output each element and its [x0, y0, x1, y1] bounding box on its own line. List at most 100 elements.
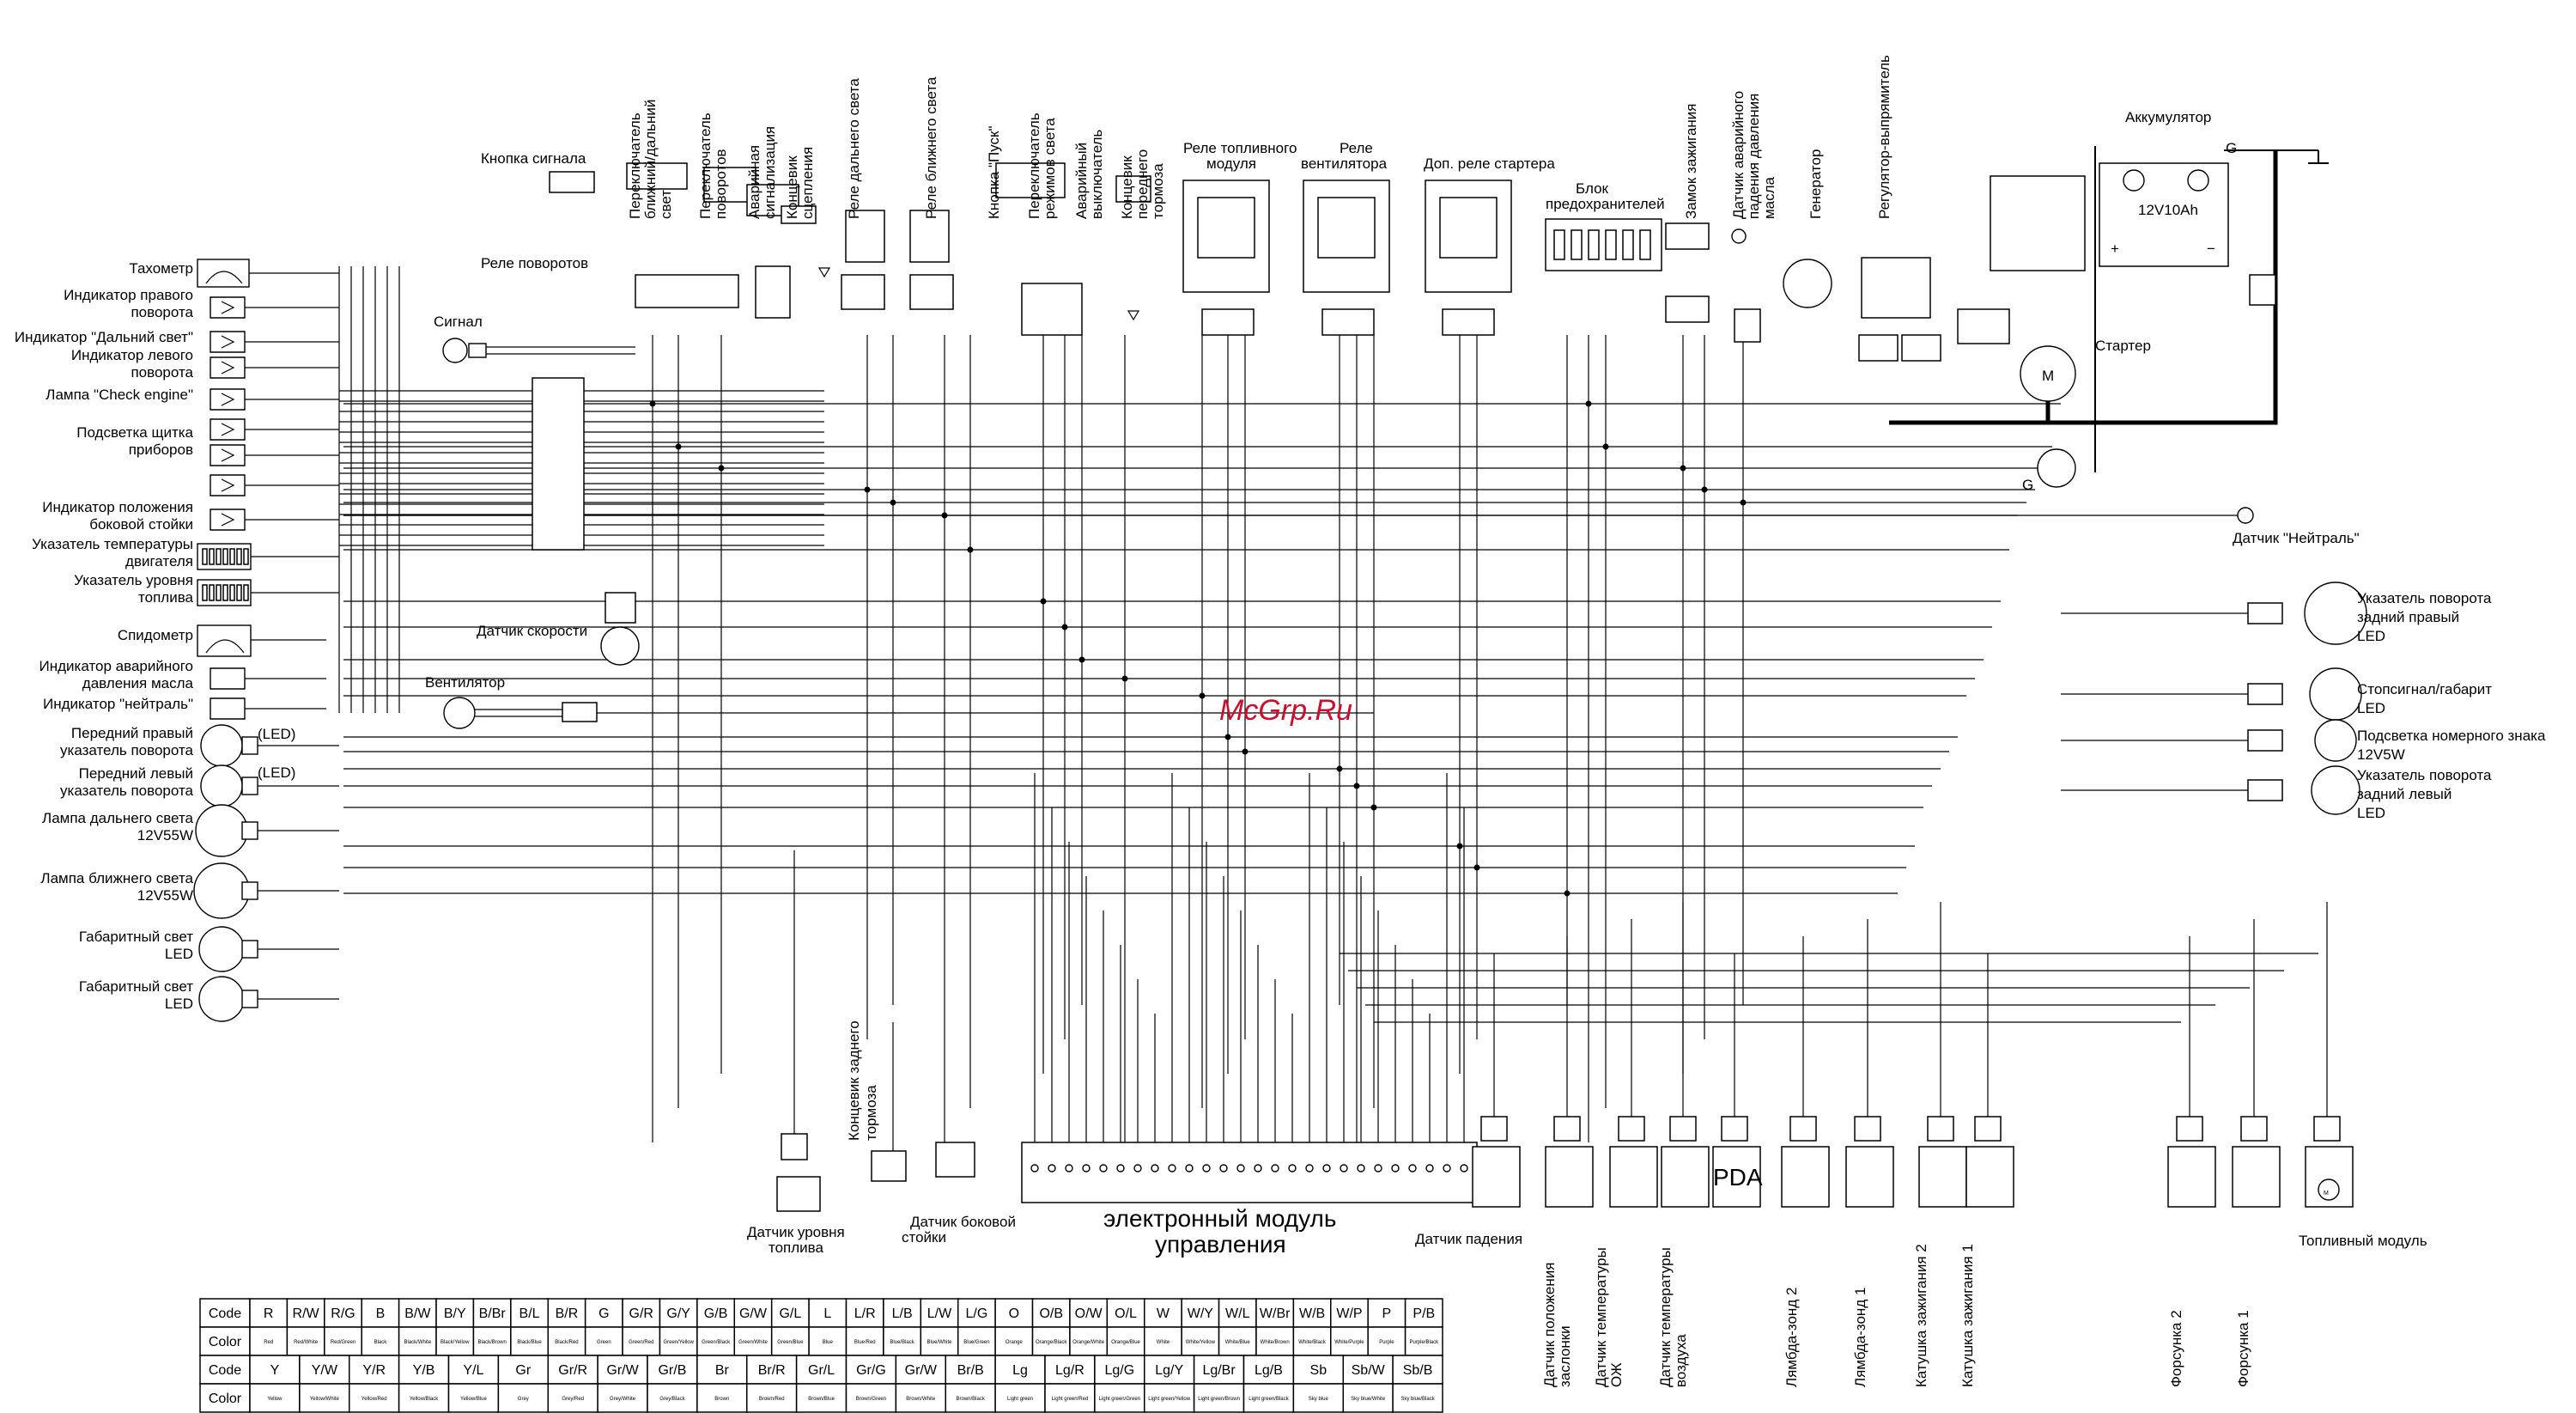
- color-table-value: G: [598, 1306, 609, 1321]
- oil-sensor-connector: [1734, 308, 1761, 343]
- color-table-value: Lg/Y: [1155, 1363, 1183, 1378]
- color-table-value: G/R: [629, 1306, 653, 1321]
- color-table-cell: [361, 1298, 400, 1328]
- color-table-cell: [1144, 1383, 1195, 1413]
- horn-label: Сигнал: [434, 314, 483, 330]
- fuse: [1639, 229, 1651, 260]
- ecu-pin: [1030, 1164, 1039, 1172]
- bottom-sensor: [1781, 1146, 1830, 1208]
- color-table-value: Red/White: [294, 1340, 319, 1345]
- junction-dot: [1199, 692, 1206, 699]
- rotated-top-label: режимов света: [1042, 118, 1058, 219]
- relay-coil: [1439, 197, 1498, 259]
- indicator-lamp: [210, 444, 246, 466]
- color-table-cell: [647, 1383, 698, 1413]
- color-table-cell: [1044, 1355, 1096, 1385]
- color-table-cell: [808, 1298, 848, 1328]
- color-table-value: B/R: [556, 1306, 579, 1321]
- diode: [1127, 310, 1140, 321]
- bottom-rotated-label: Лямбда-зонд 2: [1783, 1288, 1800, 1387]
- left-label-fuel-gauge: Указатель уровня: [74, 572, 193, 588]
- lamp-arrow: [221, 393, 235, 406]
- diode: [817, 267, 831, 278]
- speedometer-gauge: [197, 624, 252, 657]
- bottom-sensor-connector: [1789, 1116, 1817, 1142]
- gauge-arc: [205, 271, 243, 284]
- ecu-pin: [1271, 1164, 1279, 1172]
- relay-connector: [841, 274, 885, 310]
- junction-dot: [1121, 675, 1128, 682]
- switch-block: [626, 162, 688, 190]
- indicator-lamp: [210, 356, 246, 379]
- ecu-label-line2: управления: [1155, 1231, 1286, 1258]
- left-label-oil-ind: Индикатор аварийного: [39, 658, 193, 674]
- color-table-header: Code: [209, 1363, 241, 1378]
- color-table-value: P: [1382, 1306, 1392, 1321]
- junction-dot: [1061, 624, 1068, 630]
- color-table-value: R: [264, 1306, 274, 1321]
- fuse-main: [2249, 274, 2276, 306]
- left-label-pos-light-2: Габаритный свет: [79, 978, 193, 995]
- regulator-rectifier: [1861, 257, 1931, 319]
- color-table-value: R/W: [293, 1306, 320, 1321]
- sidestand-label: стойки: [902, 1229, 946, 1246]
- lamp-arrow: [221, 448, 235, 462]
- color-table-value: Light green/Green: [1099, 1397, 1140, 1402]
- rotated-top-label: ближний/дальний: [642, 100, 659, 219]
- color-table-value: Blue/Red: [854, 1340, 876, 1345]
- bottom-sensor: [2167, 1146, 2216, 1208]
- ground-letter: G: [2226, 140, 2237, 156]
- fuse: [1588, 229, 1600, 260]
- fuel-pump-motor-letter: M: [2324, 1191, 2329, 1197]
- tachometer-gauge: [197, 259, 250, 288]
- ecu-pin: [1099, 1164, 1108, 1172]
- bottom-sensor-connector: [1480, 1116, 1508, 1142]
- color-table-value: L/W: [927, 1306, 952, 1321]
- color-table-value: Sb/B: [1403, 1363, 1433, 1378]
- right-label: LED: [2357, 805, 2385, 821]
- bottom-sensor: [1545, 1146, 1594, 1208]
- color-table-value: White: [1157, 1340, 1170, 1345]
- color-table-value: Sb: [1310, 1363, 1327, 1378]
- bottom-rotated-label: заслонки: [1557, 1325, 1573, 1387]
- battery-rating: 12V10Ah: [2138, 202, 2198, 218]
- color-table-cell: [659, 1298, 698, 1328]
- fuse: [1553, 229, 1565, 260]
- bottom-sensor: [1609, 1146, 1658, 1208]
- fuse: [1571, 229, 1583, 260]
- lamp-bulb: [193, 862, 250, 919]
- color-table-cell: [547, 1298, 586, 1328]
- color-table-value: Purple/Black: [1409, 1340, 1439, 1345]
- color-table-value: Blue: [823, 1340, 834, 1345]
- relay-connector: [1201, 308, 1255, 336]
- ecu-pin: [1236, 1164, 1245, 1172]
- left-label-front-right: Передний правый: [71, 725, 193, 741]
- fuse-box-label: предохранителей: [1546, 196, 1665, 212]
- color-table-value: R/G: [331, 1306, 355, 1321]
- left-label-backlight: приборов: [129, 442, 193, 458]
- indicator-lamp: [210, 331, 246, 353]
- color-table-cell: [597, 1383, 648, 1413]
- color-table-value: Sb/W: [1352, 1363, 1386, 1378]
- lamp-socket: [241, 821, 258, 840]
- color-table-value: Light green/Red: [1052, 1397, 1089, 1402]
- rear-brake-label: тормоза: [863, 1085, 879, 1141]
- relay-connector: [909, 274, 954, 310]
- color-table-value: Lg/B: [1255, 1363, 1283, 1378]
- rear-lamp-connector: [2247, 602, 2283, 624]
- color-table-value: L/G: [966, 1306, 988, 1321]
- start-button-block: [995, 162, 1066, 198]
- color-table-value: White/Black: [1298, 1340, 1327, 1345]
- junction-dot: [1353, 783, 1360, 789]
- dash-connector: [532, 377, 585, 551]
- fuel-level-sensor: [776, 1176, 821, 1212]
- junction-dot: [1602, 443, 1609, 450]
- fuse: [1622, 229, 1634, 260]
- color-table-value: Lg/R: [1055, 1363, 1084, 1378]
- right-label: задний правый: [2357, 609, 2459, 625]
- color-table-value: Y/R: [362, 1363, 386, 1378]
- ecu-pin: [1254, 1164, 1262, 1172]
- color-table-value: Blue/Green: [963, 1340, 989, 1345]
- bar-segment: [236, 548, 242, 565]
